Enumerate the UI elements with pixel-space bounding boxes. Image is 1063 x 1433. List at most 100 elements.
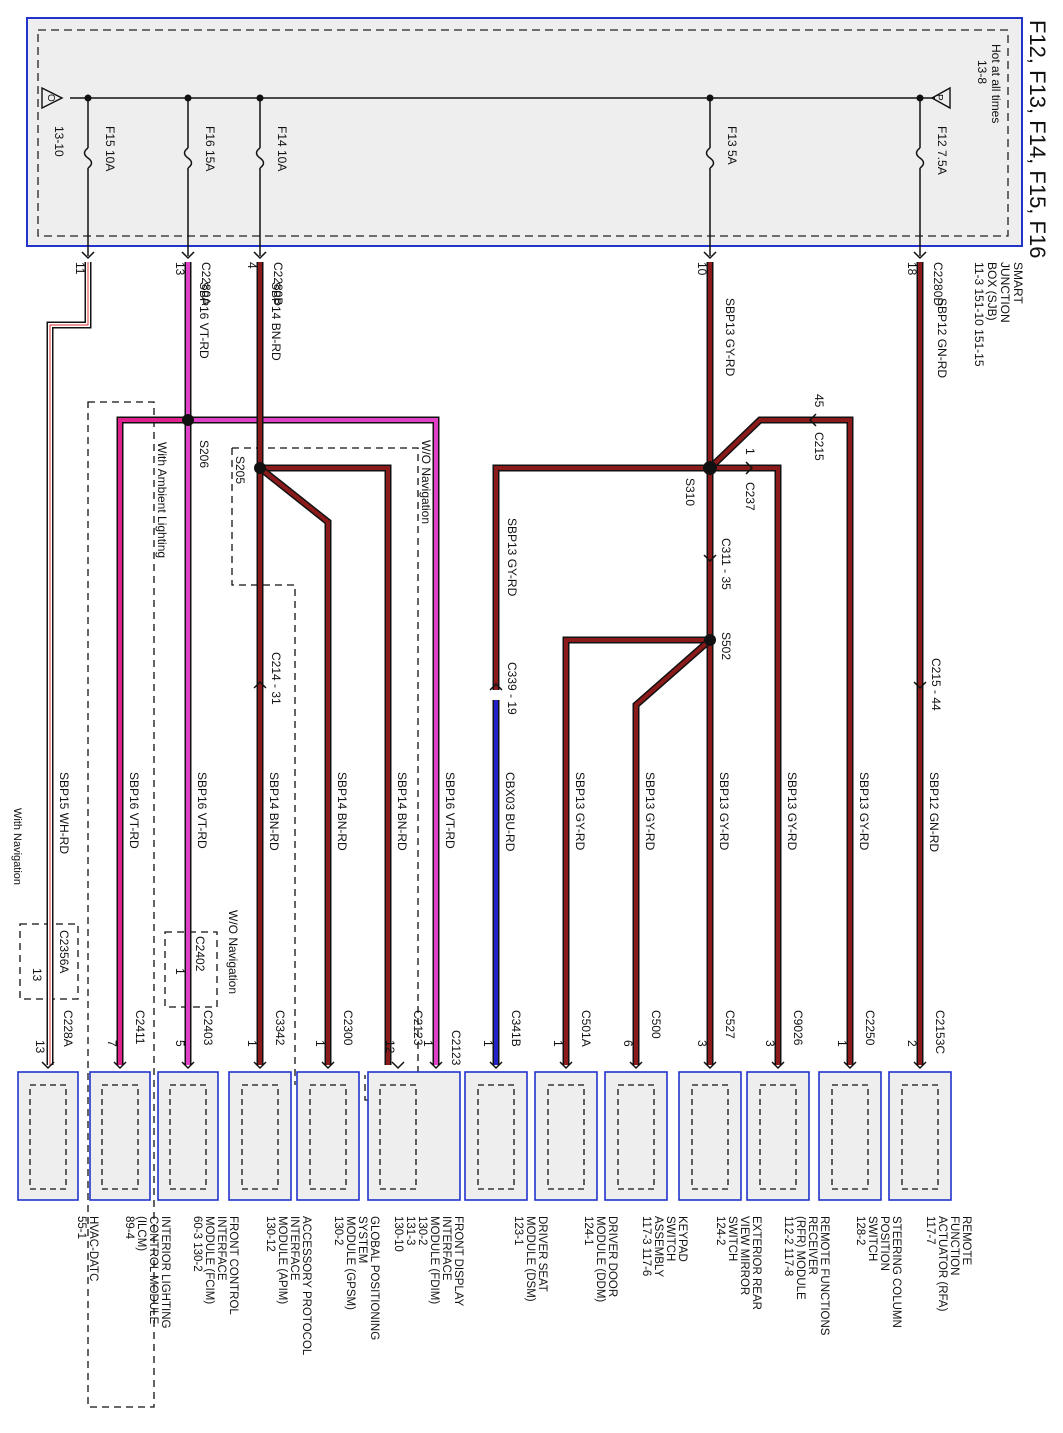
circuit-sbp14-upper: SBP14 BN-RD (269, 282, 283, 361)
splice-dot-s205 (254, 462, 266, 474)
module-name-line: RECEIVER (806, 1216, 818, 1275)
module-pin: 7 (105, 1040, 119, 1047)
branch-circuit-label: SBP14 BN-RD (395, 772, 409, 851)
splice-dot-s310 (703, 461, 717, 475)
module-name-line: 130-10 (392, 1216, 404, 1252)
splice-dot-s206 (182, 414, 194, 426)
module-box (89, 1071, 151, 1201)
wire-sbp13-dsm-outline (492, 464, 710, 690)
module-connector-id-2: C2123 (449, 1030, 463, 1066)
c237-arrow (745, 461, 754, 475)
module-name-line: ACCESSORY PROTOCOL (300, 1216, 312, 1356)
module-pin: 12 (383, 1040, 397, 1054)
module-name-line: DRIVER DOOR (606, 1216, 618, 1297)
wire-sbp13-ddm-core (564, 638, 710, 1065)
branch-circuit-label: SBP13 GY-RD (717, 772, 731, 851)
note-with-nav: With Navigation (11, 808, 23, 885)
splice-labels: S206 S205 S310 S502 (197, 440, 733, 660)
module-name-line: 112-2 117-8 (782, 1216, 794, 1276)
module-connector-arrow (391, 1061, 405, 1070)
module-connector-id: C228A (61, 1010, 75, 1047)
c311-label: C311 - 35 (719, 538, 733, 590)
module-name-line: CONTROL MODULE (147, 1216, 159, 1325)
splice-s502: S502 (719, 632, 733, 660)
smart-junction-box: O P 13-10 Hot at all times 13-8 F15 10A1… (26, 17, 1023, 306)
module-name-line: (RFR) MODULE (794, 1216, 806, 1300)
module-box (888, 1071, 952, 1201)
module-pin-2: 1 (421, 1040, 435, 1047)
fuse-connector-id: C2280B (271, 262, 285, 305)
module-connector-id: C2250 (863, 1010, 877, 1046)
module-box (818, 1071, 882, 1201)
branch-circuit-label: SBP16 VT-RD (195, 772, 209, 849)
sjb-name-1: SMART (1011, 262, 1025, 304)
branch-circuit-label: SBP14 BN-RD (335, 772, 349, 851)
c2356a-pin: 13 (30, 968, 44, 982)
sjb-name-2: JUNCTION (998, 262, 1012, 323)
module-connector-arrow (181, 1061, 195, 1070)
module-connector-id: C9026 (791, 1010, 805, 1046)
module-name-line: INTERFACE (215, 1216, 227, 1281)
module-connector-id: C2123 (411, 1010, 425, 1046)
module-pin: 1 (313, 1040, 327, 1047)
module-name-line: MODULE (GPSM) (344, 1216, 356, 1310)
fuse-connector-pin: 13 (173, 262, 187, 276)
sjb-name-4: 11-3 151-10 151-15 (972, 262, 986, 367)
module-connector-id: C500 (649, 1010, 663, 1039)
module-connector-arrow (489, 1061, 503, 1070)
c237-label: C237 (743, 482, 757, 511)
module-name-line: 89-4 (123, 1216, 135, 1240)
wire-sbp16-fdim-core (188, 418, 438, 1065)
wire-sbp13-steering (707, 416, 854, 1065)
module-connector-arrow (113, 1061, 127, 1070)
module-connector-id: C2411 (133, 1010, 147, 1045)
module-name-line: 117-7 (924, 1216, 936, 1245)
c2356a-label: C2356A (57, 930, 71, 973)
wire-sbp13-dsm-core (494, 466, 710, 690)
option-notes: With Ambient Lighting W/O Navigation W/O… (11, 440, 433, 994)
module-name-line: 117-3 117-6 (640, 1216, 652, 1276)
module-name-line: SWITCH (866, 1216, 878, 1261)
module-name-line: SWITCH (664, 1216, 676, 1261)
wire-sbp13-keypad-core (634, 638, 712, 1065)
module-name-line: ACTUATOR (RFA) (936, 1216, 948, 1312)
branch-circuit-label: CBX03 BU-RD (503, 772, 517, 852)
fuse-icon (705, 147, 715, 169)
c311-arrow (703, 554, 717, 563)
wire-sbp16-fdim-outline (188, 416, 440, 1065)
branch-circuit-label: SBP12 GN-RD (927, 772, 941, 852)
branch-circuit-label: SBP13 GY-RD (643, 772, 657, 851)
module-name-line: SYSTEM (356, 1216, 368, 1263)
splice-dot-s502 (704, 634, 716, 646)
module-box (534, 1071, 598, 1201)
fuse-connector-pin: 18 (905, 262, 919, 276)
branch-circuit-label: SBP15 WH-RD (57, 772, 71, 854)
splice-s206: S206 (197, 440, 211, 468)
module-name-line: 60-3 130-2 (191, 1216, 203, 1272)
module-connector-arrow (771, 1061, 785, 1070)
module-name-line: MODULE (APIM) (276, 1216, 288, 1304)
wire-sbp13-rfr-core (710, 466, 780, 1065)
module-box (157, 1071, 219, 1201)
module-connector-id: C501A (579, 1010, 593, 1047)
c339-label: C339 - 19 (505, 662, 519, 715)
module-name-line: 128-2 (854, 1216, 866, 1245)
module-name-line: REMOTE FUNCTIONS (818, 1216, 830, 1336)
module-pin: 5 (173, 1040, 187, 1047)
wire-sbp15-stripe (49, 262, 89, 1065)
note-wo-nav-top: W/O Navigation (419, 440, 433, 524)
fuse-icon (183, 147, 193, 169)
circuit-sbp13-upper: SBP13 GY-RD (723, 298, 737, 377)
c237-pin: 1 (743, 448, 757, 455)
module-name-line: MODULE (DSM) (524, 1216, 536, 1302)
